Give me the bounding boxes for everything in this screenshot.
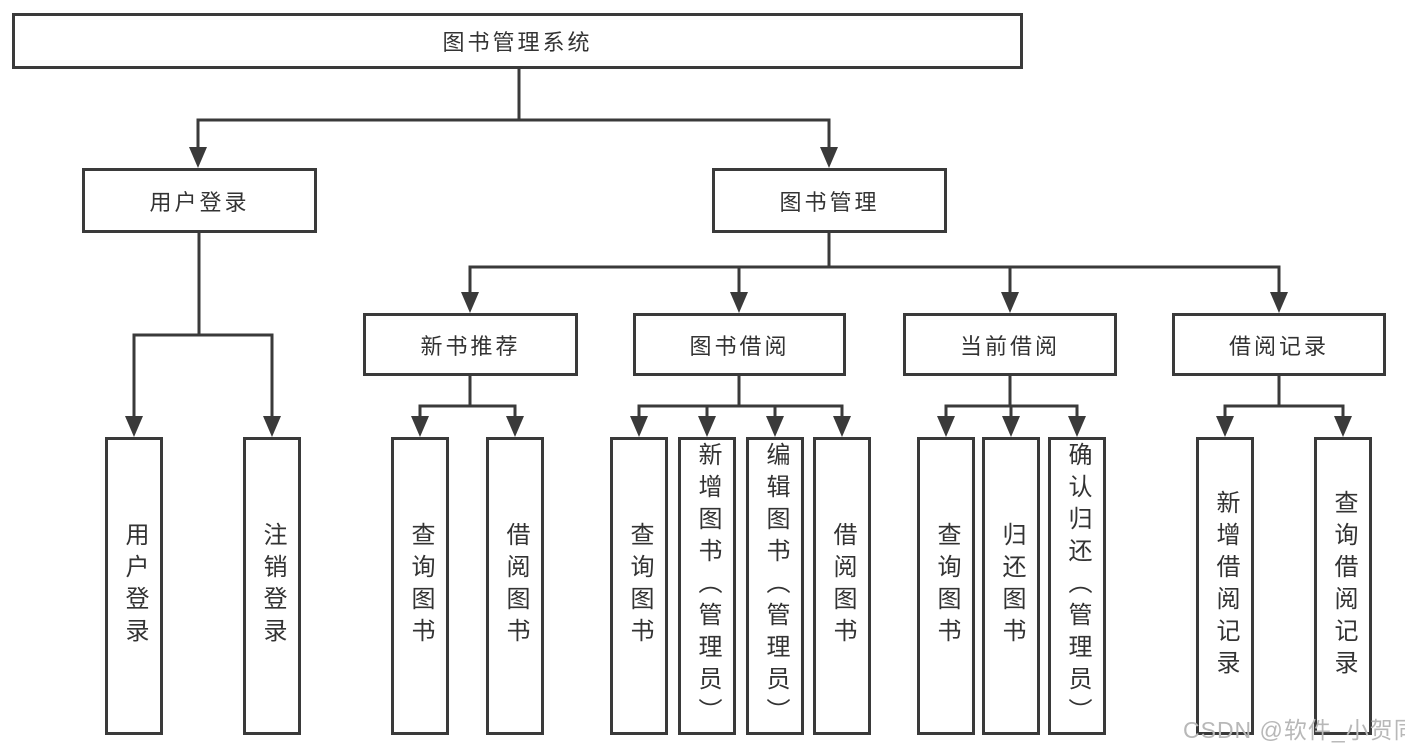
arrow-down-icon [1001,292,1019,313]
arrow-down-icon [125,416,143,437]
arrow-down-icon [1216,416,1234,437]
leaf-label: 借阅图书 [829,522,856,650]
leaf-label: 查询借阅记录 [1330,490,1357,682]
leaf-borrow-books-recommend: 借阅图书 [486,437,544,735]
arrow-down-icon [630,416,648,437]
arrow-down-icon [766,416,784,437]
leaf-label: 新增图书（管理员） [694,442,721,730]
arrow-down-icon [1068,416,1086,437]
new-book-branch [418,404,517,418]
node-book-borrow: 图书借阅 [633,313,846,376]
book-management-branch [468,265,1281,294]
user-login-branch [132,333,274,417]
leaf-label: 查询图书 [933,522,960,650]
arrow-down-icon [263,416,281,437]
leaf-query-books-recommend: 查询图书 [391,437,449,735]
arrow-down-icon [506,416,524,437]
node-user-login: 用户登录 [82,168,317,233]
arrow-down-icon [411,416,429,437]
leaf-user-login: 用户登录 [105,437,163,735]
leaf-label: 查询图书 [626,522,653,650]
arrow-down-icon [730,292,748,313]
leaf-borrow-books: 借阅图书 [813,437,871,735]
node-borrow-records: 借阅记录 [1172,313,1386,376]
arrow-down-icon [461,292,479,313]
leaf-label: 归还图书 [998,522,1025,650]
arrow-down-icon [833,416,851,437]
node-new-book-recommend: 新书推荐 [363,313,578,376]
node-current-borrow: 当前借阅 [903,313,1117,376]
arrow-down-icon [1002,416,1020,437]
arrow-down-icon [698,416,716,437]
leaf-return-book: 归还图书 [982,437,1040,735]
arrow-down-icon [937,416,955,437]
leaf-label: 编辑图书（管理员） [762,442,789,730]
arrow-down-icon [189,147,207,168]
borrow-records-branch [1223,404,1345,418]
leaf-label: 新增借阅记录 [1212,490,1239,682]
leaf-query-books-current: 查询图书 [917,437,975,735]
root-branch [196,118,831,148]
arrow-down-icon [820,147,838,168]
leaf-add-book-admin: 新增图书（管理员） [678,437,736,735]
arrow-down-icon [1334,416,1352,437]
node-root-library-system: 图书管理系统 [12,13,1023,69]
arrow-down-icon [1270,292,1288,313]
leaf-edit-book-admin: 编辑图书（管理员） [746,437,804,735]
leaf-query-books-borrow: 查询图书 [610,437,668,735]
leaf-confirm-return-admin: 确认归还（管理员） [1048,437,1106,735]
leaf-label: 借阅图书 [502,522,529,650]
csdn-watermark: CSDN @软件_小贺同学 [1183,717,1405,743]
book-borrow-branch [637,404,844,418]
leaf-add-borrow-record: 新增借阅记录 [1196,437,1254,735]
leaf-label: 查询图书 [407,522,434,650]
leaf-label: 用户登录 [121,522,148,650]
leaf-query-borrow-record: 查询借阅记录 [1314,437,1372,735]
leaf-label: 注销登录 [259,522,286,650]
leaf-logout: 注销登录 [243,437,301,735]
leaf-label: 确认归还（管理员） [1064,442,1091,730]
node-book-management: 图书管理 [712,168,947,233]
